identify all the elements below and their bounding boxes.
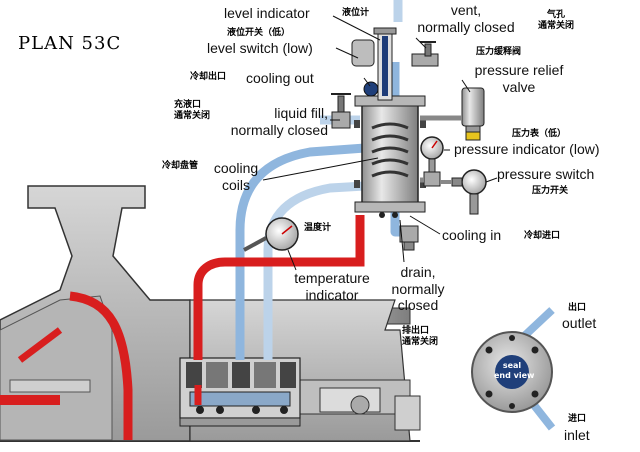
pump-casing [0, 185, 191, 442]
label-cooling-coils: cooling coils [213, 160, 259, 193]
label-pressure-relief: pressure relief valve [474, 62, 564, 95]
label-vent: vent, normally closed [417, 2, 515, 35]
pressure-switch-device [440, 169, 487, 215]
cooling-in-valve-device [399, 225, 419, 251]
label-zh-pressure-switch: 压力开关 [532, 186, 569, 196]
label-zh-cooling-coils: 冷却盘管 [162, 161, 199, 171]
label-inlet: inlet [564, 427, 590, 443]
label-liquid-fill: liquid fill, normally closed [230, 105, 328, 138]
label-level-indicator: level indicator [224, 5, 310, 21]
label-cooling-in: cooling in [442, 227, 502, 243]
label-zh-cooling-out: 冷却出口 [190, 72, 227, 82]
label-level-switch: level switch (low) [207, 40, 313, 56]
liquid-fill-valve-device [331, 93, 351, 129]
label-outlet: outlet [562, 315, 597, 331]
label-zh-liquid-fill: 充液口 通常关闭 [174, 100, 211, 122]
label-seal-end-view: seal end view [494, 361, 535, 380]
label-zh-inlet: 进口 [568, 414, 587, 424]
level-indicator-gauge [373, 27, 397, 101]
level-switch-device [351, 39, 379, 97]
seal-gland [179, 357, 301, 427]
label-zh-temperature-indicator: 温度计 [304, 223, 332, 233]
label-zh-pressure-indicator: 压力表（低） [512, 129, 567, 139]
seal-end-view [471, 307, 556, 431]
label-zh-level-switch: 液位开关（低） [227, 28, 291, 38]
leader-lines [262, 15, 498, 271]
seal-pot-reservoir [354, 95, 426, 218]
label-zh-level-indicator: 液位计 [342, 8, 370, 18]
label-drain: drain, normally closed [391, 264, 445, 314]
label-zh-pressure-relief: 压力缓释阀 [476, 47, 522, 57]
label-zh-cooling-in: 冷却进口 [524, 231, 561, 241]
label-pressure-indicator: pressure indicator (low) [454, 141, 600, 157]
pressure-relief-valve-device [420, 87, 485, 141]
process-line [193, 215, 365, 360]
label-cooling-out: cooling out [246, 70, 314, 86]
label-pressure-switch: pressure switch [497, 166, 595, 182]
label-zh-drain: 排出口 通常关闭 [402, 326, 439, 348]
label-zh-outlet: 出口 [568, 303, 587, 313]
diagram-title: PLAN 53C [18, 33, 122, 54]
vent-valve-device [411, 41, 439, 67]
label-temperature-indicator: temperature indicator [294, 270, 370, 303]
temperature-indicator-device [243, 217, 299, 252]
pressure-gauge-device [420, 136, 444, 187]
label-zh-vent: 气孔 通常关闭 [537, 10, 574, 32]
